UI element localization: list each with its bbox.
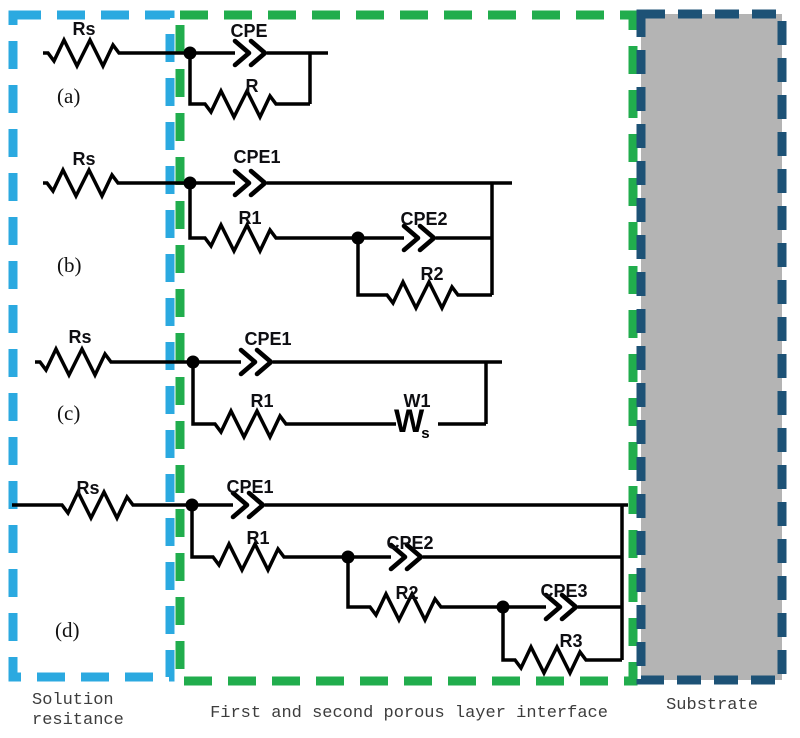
label-r2-b: R2: [420, 264, 444, 284]
wire-r2-loop-b: [356, 238, 492, 312]
circuit-tag-d: (d): [55, 618, 80, 642]
wire-r3-loop-d: [501, 607, 622, 677]
cpe-symbols: [230, 38, 579, 622]
wire-rs-resistor-a: [43, 36, 235, 70]
label-r1-d: R1: [246, 528, 270, 548]
wire-r1-branch-b: [188, 183, 404, 255]
label-rs-b: Rs: [72, 149, 96, 169]
cpe2-symbol-d: [388, 542, 424, 572]
label-cpe1-d: CPE1: [226, 477, 274, 497]
cpe3-symbol-d: [543, 592, 579, 622]
label-cpe1-b: CPE1: [233, 147, 281, 167]
porous-layer-region-box: [175, 10, 638, 686]
caption-solution-line1: Solution: [32, 691, 114, 710]
junction-dot-a: [183, 46, 197, 60]
warburg-element-symbol: Ws: [394, 403, 433, 442]
warburg-s-subscript: s: [421, 425, 430, 442]
label-r3-d: R3: [559, 631, 583, 651]
label-r-a: R: [245, 76, 259, 96]
caption-substrate: Substrate: [666, 696, 758, 715]
junction-dot-d1: [185, 498, 199, 512]
cpe1-symbol-d: [230, 490, 266, 520]
label-w1-c: W1: [403, 391, 431, 411]
wire-r2-branch-d: [346, 557, 546, 624]
label-cpe2-d: CPE2: [386, 533, 434, 553]
label-cpe-a: CPE: [230, 21, 268, 41]
cpe1-symbol-c: [238, 347, 274, 377]
label-cpe3-d: CPE3: [540, 581, 588, 601]
label-cpe1-c: CPE1: [244, 329, 292, 349]
substrate-region-box: [636, 9, 787, 685]
wire-rs-resistor-d: [12, 488, 233, 522]
junction-dot-b2: [351, 231, 365, 245]
label-r2-d: R2: [395, 583, 419, 603]
junction-dot-c: [186, 355, 200, 369]
cpe-symbol-a: [232, 38, 268, 68]
junction-dot-b1: [183, 176, 197, 190]
junction-dots: [183, 46, 510, 614]
label-rs-d: Rs: [76, 478, 100, 498]
cpe2-symbol-b: [401, 223, 437, 253]
warburg-w-glyph: W: [394, 403, 425, 439]
cpe1-symbol-b: [232, 168, 268, 198]
label-r1-c: R1: [250, 391, 274, 411]
label-rs-a: Rs: [72, 19, 96, 39]
label-r1-b: R1: [238, 208, 262, 228]
caption-porous-layer: First and second porous layer interface: [210, 704, 608, 723]
circuit-wires: [12, 36, 628, 677]
solution-resistance-region-box: [8, 10, 175, 682]
wire-r1-branch-d: [190, 505, 391, 574]
circuit-tag-c: (c): [57, 401, 81, 425]
circuit-tag-b: (b): [57, 253, 82, 277]
junction-dot-d2: [341, 550, 355, 564]
circuit-tag-a: (a): [57, 84, 81, 108]
wire-rs-resistor-b: [43, 166, 235, 200]
caption-solution-line2: resitance: [32, 711, 124, 730]
label-cpe2-b: CPE2: [400, 209, 448, 229]
wire-r-loop-a: [188, 53, 310, 121]
junction-dot-d3: [496, 600, 510, 614]
label-rs-c: Rs: [68, 327, 92, 347]
wire-rs-resistor-c: [35, 345, 241, 379]
wire-r1-warburg-branch-c: [191, 362, 396, 441]
